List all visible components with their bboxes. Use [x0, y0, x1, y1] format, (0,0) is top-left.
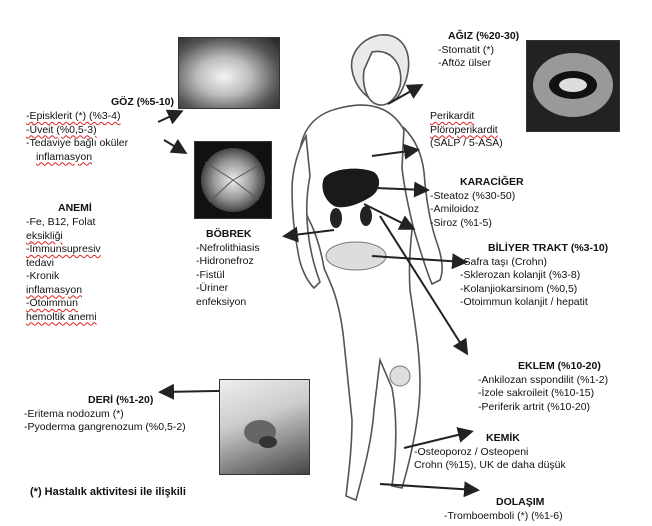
eklem-item-ankilozan: -Ankilozan sspondilit (%1-2) [478, 373, 609, 386]
anemi-items: -Fe, B12, Folat eksikliği -İmmunsupresiv… [26, 216, 101, 324]
fundus-photo [194, 141, 272, 219]
goz-item-episklerit: -Episklerit (*) (%3-4) [26, 110, 121, 122]
body-silhouette [291, 34, 443, 502]
karaciger-item-amiloidoz: -Amiloidoz [430, 203, 480, 215]
karaciger-title: KARACİĞER [460, 176, 524, 188]
arrow-karaciger [375, 181, 430, 198]
arm-left-shape [291, 133, 321, 290]
deri-section: DERİ (%1-20) -Eritema nodozum (*) -Pyode… [24, 394, 186, 435]
arrow-eklem [379, 215, 469, 356]
arrow-bobrek [282, 226, 335, 243]
goz-item-uveit: -Üveit (%0,5-3) [26, 123, 97, 136]
bobrek-item-uriner: -Üriner [196, 282, 229, 294]
fundus-image [201, 148, 265, 212]
organs [322, 168, 411, 387]
karaciger-item-siroz: -Siroz (%1-5) [430, 216, 492, 229]
anemi-title: ANEMİ [58, 202, 92, 214]
deri-item-pyoderma: -Pyoderma gangrenozum (%0,5-2) [24, 421, 186, 433]
arrow-kemik [403, 427, 474, 449]
perikardit-item-0: Perikardit [430, 110, 475, 122]
kidney-right-shape [360, 206, 372, 226]
perikardit-section: Perikardit Plöroperikardit (SALP / 5-ASA… [430, 110, 503, 151]
anemi-item-7: hemoltik anemi [26, 310, 97, 323]
eklem-section: EKLEM (%10-20) -Ankilozan sspondilit (%1… [478, 360, 608, 414]
knee-shape [389, 365, 411, 387]
biliyer-item-sklerozan: -Sklerozan kolanjit (%3-8) [460, 269, 581, 281]
mouth-image [533, 53, 613, 117]
goz-section: GÖZ (%5-10) [64, 96, 174, 110]
biliyer-item-safra: -Safra taşı (Crohn) [460, 255, 547, 268]
bobrek-item-nefrolithiasis: -Nefrolithiasis [196, 241, 260, 254]
kemik-section: KEMİK -Osteoporoz / Osteopeni Crohn (%15… [414, 432, 566, 473]
liver-shape [322, 168, 380, 208]
biliyer-section: BİLİYER TRAKT (%3-10) -Safra taşı (Crohn… [460, 242, 608, 310]
anemi-item-1: eksikliği [26, 229, 63, 242]
kemik-item-osteoporoz: -Osteoporoz / Osteopeni [414, 445, 529, 458]
dolasim-title: DOLAŞIM [496, 496, 545, 508]
arrow-dolasim [379, 481, 480, 498]
arrow-agiz [387, 84, 424, 105]
goz-item-tedavi: -Tedaviye bağlı oküler [26, 137, 129, 149]
goz-title: GÖZ (%5-10) [110, 96, 174, 108]
agiz-title: AĞIZ (%20-30) [448, 30, 520, 42]
skin-image [244, 420, 277, 448]
footnote: (*) Hastalık aktivitesi ile ilişkili [30, 486, 186, 498]
biliyer-title: BİLİYER TRAKT (%3-10) [488, 242, 609, 254]
biliyer-item-kolanjiokarsinom: -Kolanjiokarsinom (%0,5) [460, 282, 578, 295]
eye-photo [178, 37, 280, 109]
agiz-section: AĞIZ (%20-30) -Stomatit (*) -Aftöz ülser [438, 30, 519, 71]
dolasim-item-tromboemboli: -Tromboemboli (*) (%1-6) [444, 509, 563, 522]
goz-item-inflamasyon: inflamasyon [36, 150, 93, 163]
bobrek-item-fistul: -Fistül [196, 268, 225, 281]
agiz-item-stomatit: -Stomatit (*) [438, 43, 495, 56]
skin-photo [219, 379, 310, 475]
dolasim-section: DOLAŞIM -Tromboemboli (*) (%1-6) [444, 496, 563, 523]
kidney-left-shape [330, 208, 342, 228]
bobrek-item-hidronefroz: -Hidronefroz [196, 255, 254, 267]
eklem-item-periferik: -Periferik artrit (%10-20) [478, 400, 591, 413]
arrow-biliyer-2 [371, 253, 468, 270]
anemi-item-6: -Otoimmun [26, 297, 78, 309]
perikardit-item-2: (SALP / 5-ASA) [430, 137, 503, 149]
mouth-photo [526, 40, 620, 132]
perikardit-item-1: Plöroperikardit [430, 123, 498, 136]
bobrek-item-enfeksiyon: enfeksiyon [196, 295, 247, 308]
deri-title: DERİ (%1-20) [88, 394, 154, 406]
karaciger-section: KARACİĞER -Steatoz (%30-50) -Amiloidoz -… [430, 176, 524, 230]
kemik-title: KEMİK [486, 432, 520, 444]
biliyer-item-otoimmun: -Otoimmun kolanjit / hepatit [460, 296, 588, 308]
deri-item-eritema: -Eritema nodozum (*) [24, 407, 124, 420]
anemi-item-3: tedavi [26, 256, 55, 269]
goz-items: -Episklerit (*) (%3-4) -Üveit (%0,5-3) -… [26, 110, 128, 164]
anemi-item-0: -Fe, B12, Folat [26, 216, 96, 228]
head-shape [362, 50, 402, 106]
anemi-item-5: inflamasyon [26, 283, 83, 296]
arrows [157, 84, 480, 498]
bobrek-section: BÖBREK -Nefrolithiasis -Hidronefroz -Fis… [196, 228, 260, 309]
agiz-item-aftoz: -Aftöz ülser [438, 57, 492, 69]
arrow-goz-2 [163, 138, 188, 155]
anemi-section: ANEMİ [58, 202, 92, 216]
karaciger-item-steatoz: -Steatoz (%30-50) [430, 189, 516, 202]
arrow-goz-1 [157, 109, 184, 125]
eklem-item-sakroileit: -İzole sakroileit (%10-15) [478, 387, 595, 399]
anemi-item-2: -İmmunsupresiv [26, 243, 101, 255]
arrow-perikardit [371, 143, 420, 160]
anemi-item-4: -Kronik [26, 270, 60, 282]
bobrek-title: BÖBREK [206, 228, 252, 240]
kemik-item-crohn: Crohn (%15), UK de daha düşük [414, 459, 566, 471]
arrow-biliyer [363, 203, 416, 230]
eklem-title: EKLEM (%10-20) [518, 360, 601, 372]
